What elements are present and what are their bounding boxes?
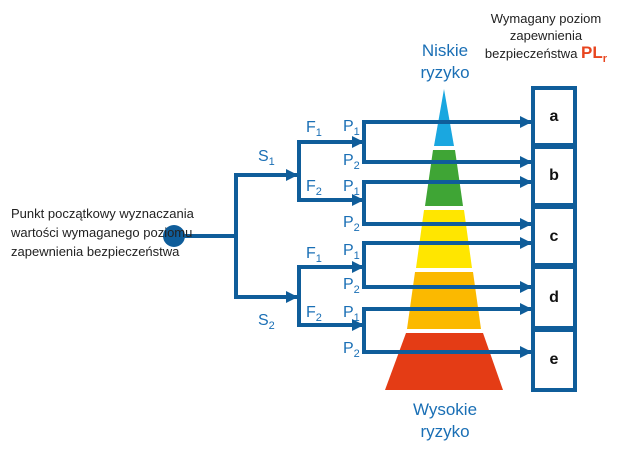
start-point-icon xyxy=(163,225,185,247)
s1-label: S1 xyxy=(258,148,275,168)
required-pl-header: Wymagany poziom zapewnienia bezpieczeńst… xyxy=(478,10,614,68)
pyramid-level-b xyxy=(425,150,463,206)
p1-label: P1 xyxy=(343,304,360,324)
f1-label: F1 xyxy=(306,119,322,139)
start-point-label: Punkt początkowy wyznaczania wartości wy… xyxy=(11,206,194,259)
pyramid-level-c xyxy=(416,210,472,268)
f1-label: F1 xyxy=(306,245,322,265)
level-box-c xyxy=(531,205,577,267)
header-line-2: zapewnienia xyxy=(509,28,583,43)
f2-label: F2 xyxy=(306,304,322,324)
p2-label: P2 xyxy=(343,152,360,172)
p2-label: P2 xyxy=(343,214,360,234)
level-box-e xyxy=(531,328,577,392)
pyramid-level-d xyxy=(407,272,481,329)
header-line-3: bezpieczeństwa xyxy=(484,46,578,61)
pyramid-level-a xyxy=(434,89,454,146)
level-box-b xyxy=(531,145,577,207)
p1-label: P1 xyxy=(343,118,360,138)
level-box-a xyxy=(531,86,577,147)
p1-label: P1 xyxy=(343,178,360,198)
level-label-c: c xyxy=(549,228,559,245)
risk-pyramid xyxy=(385,89,503,390)
s2-label: S2 xyxy=(258,312,275,332)
level-label-d: d xyxy=(549,289,559,306)
p1-label: P1 xyxy=(343,242,360,262)
pl-r-symbol: PLr xyxy=(581,43,608,65)
level-label-e: e xyxy=(549,351,559,368)
p2-label: P2 xyxy=(343,340,360,360)
level-label-a: a xyxy=(549,108,559,125)
level-label-b: b xyxy=(549,167,559,184)
pyramid-level-e xyxy=(385,333,503,390)
p2-label: P2 xyxy=(343,276,360,296)
header-line-1: Wymagany poziom xyxy=(490,11,602,26)
f2-label: F2 xyxy=(306,178,322,198)
